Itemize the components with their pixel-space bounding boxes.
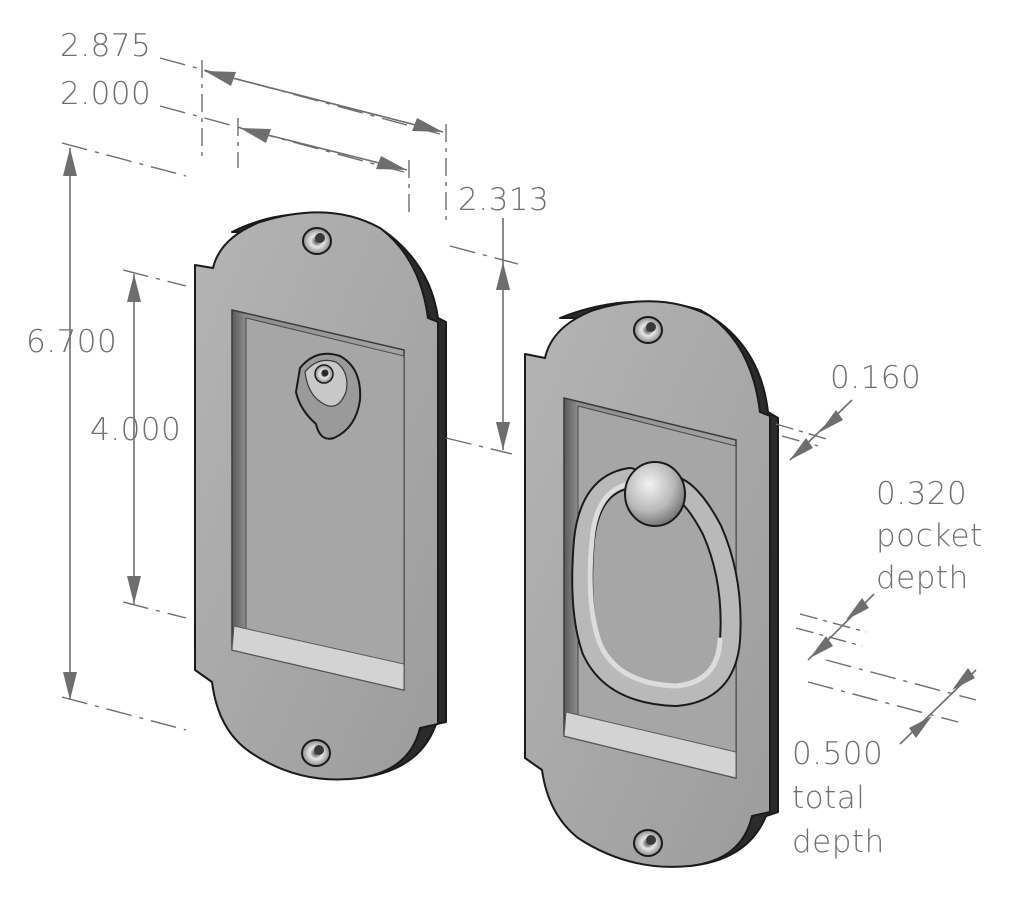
ring-pull-icon <box>571 461 742 708</box>
dimension-labels: 2.875 2.000 6.700 4.000 2.313 0.160 0.32… <box>26 28 983 860</box>
pocket-depth-label-2: depth <box>876 560 969 596</box>
pocket-depth-label-1: pocket <box>876 518 983 554</box>
right-plate-pocket-floor <box>577 405 737 773</box>
total-depth-value: 0.500 <box>792 736 883 772</box>
height-pocket-label: 4.000 <box>90 412 181 448</box>
screw-icon <box>633 316 663 344</box>
pocket-depth-value: 0.320 <box>876 476 967 512</box>
width-outer-label: 2.875 <box>60 28 151 64</box>
screw-icon <box>302 227 332 255</box>
privacy-turn-icon <box>295 352 362 440</box>
total-depth-label-2: depth <box>792 824 885 860</box>
height-total-label: 6.700 <box>26 324 117 360</box>
dimension-lines <box>61 57 977 745</box>
left-plate-pocket-lip <box>231 625 405 691</box>
left-plate <box>194 211 447 781</box>
total-depth-label-1: total <box>792 780 865 816</box>
right-plate-pocket-lip <box>563 711 737 779</box>
screw-icon <box>301 739 331 767</box>
width-inner-label: 2.000 <box>60 76 151 112</box>
radius-top-label: 2.313 <box>458 182 549 218</box>
flange-label: 0.160 <box>830 360 921 396</box>
right-plate <box>524 300 779 868</box>
screw-icon <box>633 829 663 857</box>
